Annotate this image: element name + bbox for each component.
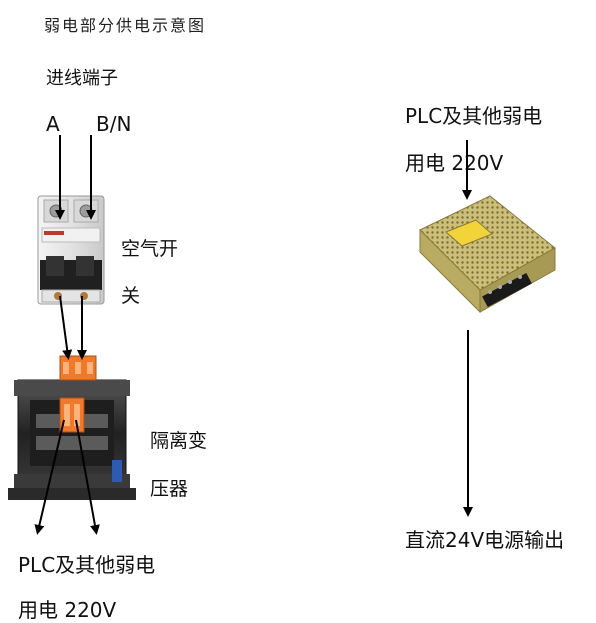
terminal-bn-label: B/N — [96, 112, 132, 136]
right-input-line1: PLC及其他弱电 — [405, 104, 543, 128]
transformer-label-line1: 隔离变 — [150, 430, 208, 452]
incoming-terminal-label: 进线端子 — [46, 68, 118, 89]
breaker-label-line1: 空气开 — [121, 238, 179, 260]
left-output-line1: PLC及其他弱电 — [18, 553, 156, 577]
diagram-title: 弱电部分供电示意图 — [44, 16, 207, 35]
dc-output-label: 直流24V电源输出 — [405, 528, 565, 552]
isolation-transformer-icon — [8, 355, 136, 500]
breaker-label-line2: 关 — [121, 285, 141, 307]
left-output-line2: 用电 220V — [18, 598, 117, 622]
air-breaker-icon — [37, 195, 105, 305]
terminal-a-label: A — [46, 112, 60, 136]
transformer-label-line2: 压器 — [150, 478, 189, 500]
arrow-transformer-out-2 — [75, 419, 100, 535]
power-supply-icon — [419, 195, 556, 314]
arrow-transformer-out-1 — [34, 419, 65, 535]
right-input-line2: 用电 220V — [405, 151, 504, 175]
arrow-breaker-to-transformer-1 — [59, 295, 73, 360]
